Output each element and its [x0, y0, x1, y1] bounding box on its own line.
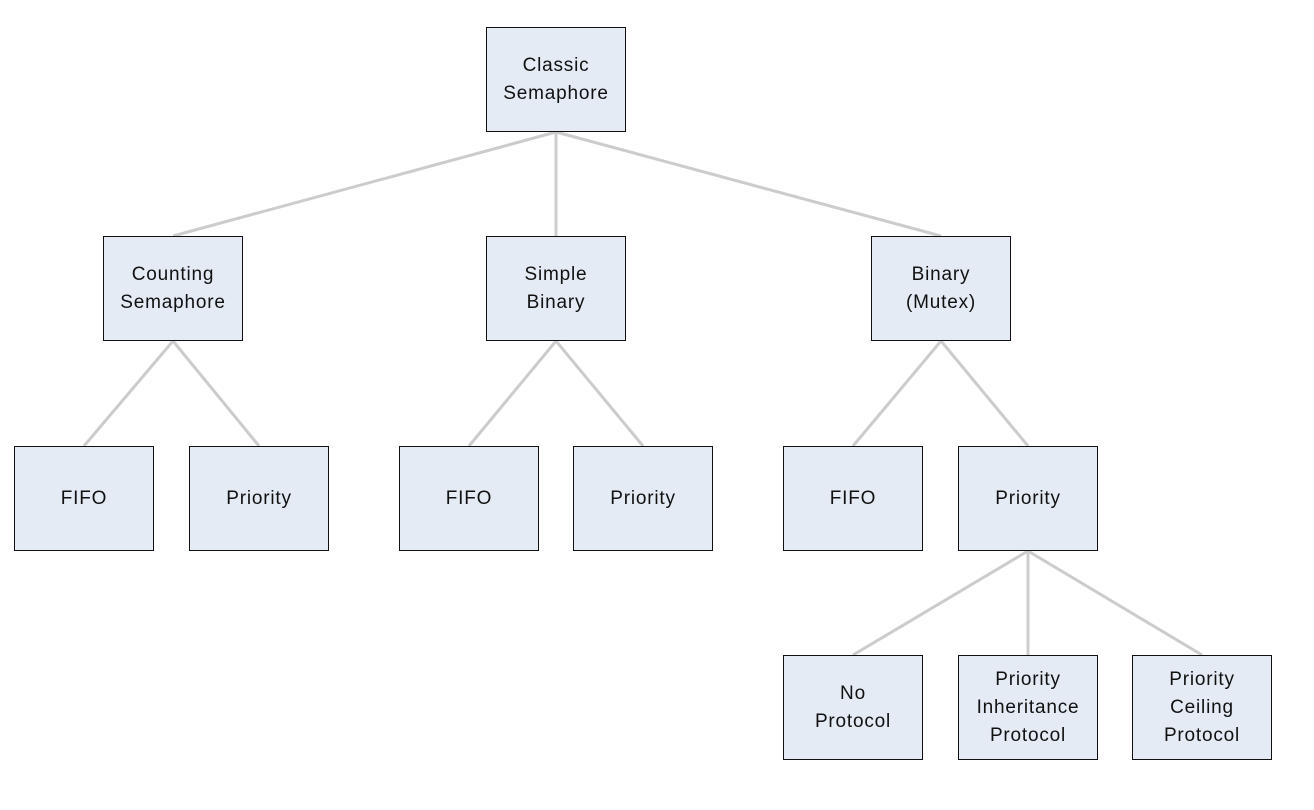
node-fifo-under-counting: FIFO: [14, 446, 154, 551]
node-no-protocol: No Protocol: [783, 655, 923, 760]
node-priority-inheritance-protocol: Priority Inheritance Protocol: [958, 655, 1098, 760]
node-classic-semaphore: Classic Semaphore: [486, 27, 626, 132]
node-simple-binary: Simple Binary: [486, 236, 626, 341]
node-fifo-under-binary-mutex: FIFO: [783, 446, 923, 551]
node-priority-under-simple-binary: Priority: [573, 446, 713, 551]
node-fifo-under-simple-binary: FIFO: [399, 446, 539, 551]
node-binary-mutex: Binary (Mutex): [871, 236, 1011, 341]
node-counting-semaphore: Counting Semaphore: [103, 236, 243, 341]
node-priority-ceiling-protocol: Priority Ceiling Protocol: [1132, 655, 1272, 760]
node-priority-under-counting: Priority: [189, 446, 329, 551]
node-priority-under-binary-mutex: Priority: [958, 446, 1098, 551]
